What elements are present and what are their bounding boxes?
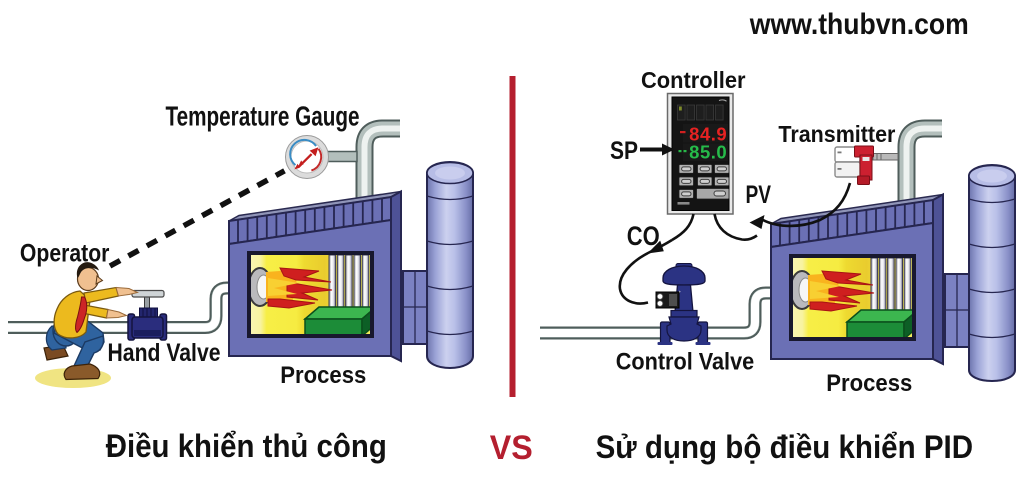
svg-text:85.0: 85.0	[689, 141, 727, 162]
svg-text:CO: CO	[627, 221, 660, 251]
svg-text:www.thubvn.com: www.thubvn.com	[749, 8, 969, 41]
svg-text:Control Valve: Control Valve	[616, 349, 755, 376]
svg-text:VS: VS	[490, 429, 533, 467]
svg-text:Process: Process	[280, 362, 366, 389]
svg-text:Controller: Controller	[641, 67, 746, 93]
svg-text:Process: Process	[826, 370, 912, 397]
svg-text:Temperature Gauge: Temperature Gauge	[166, 101, 360, 132]
svg-text:PV: PV	[746, 181, 772, 209]
svg-text:Điều khiển thủ công: Điều khiển thủ công	[106, 428, 387, 464]
svg-text:SP: SP	[610, 137, 638, 165]
svg-text:Sử dụng bộ điều khiển PID: Sử dụng bộ điều khiển PID	[596, 429, 974, 465]
svg-text:Operator: Operator	[20, 240, 110, 268]
svg-text:Transmitter: Transmitter	[778, 121, 895, 147]
svg-text:84.9: 84.9	[689, 124, 727, 145]
svg-text:Hand Valve: Hand Valve	[108, 339, 221, 367]
